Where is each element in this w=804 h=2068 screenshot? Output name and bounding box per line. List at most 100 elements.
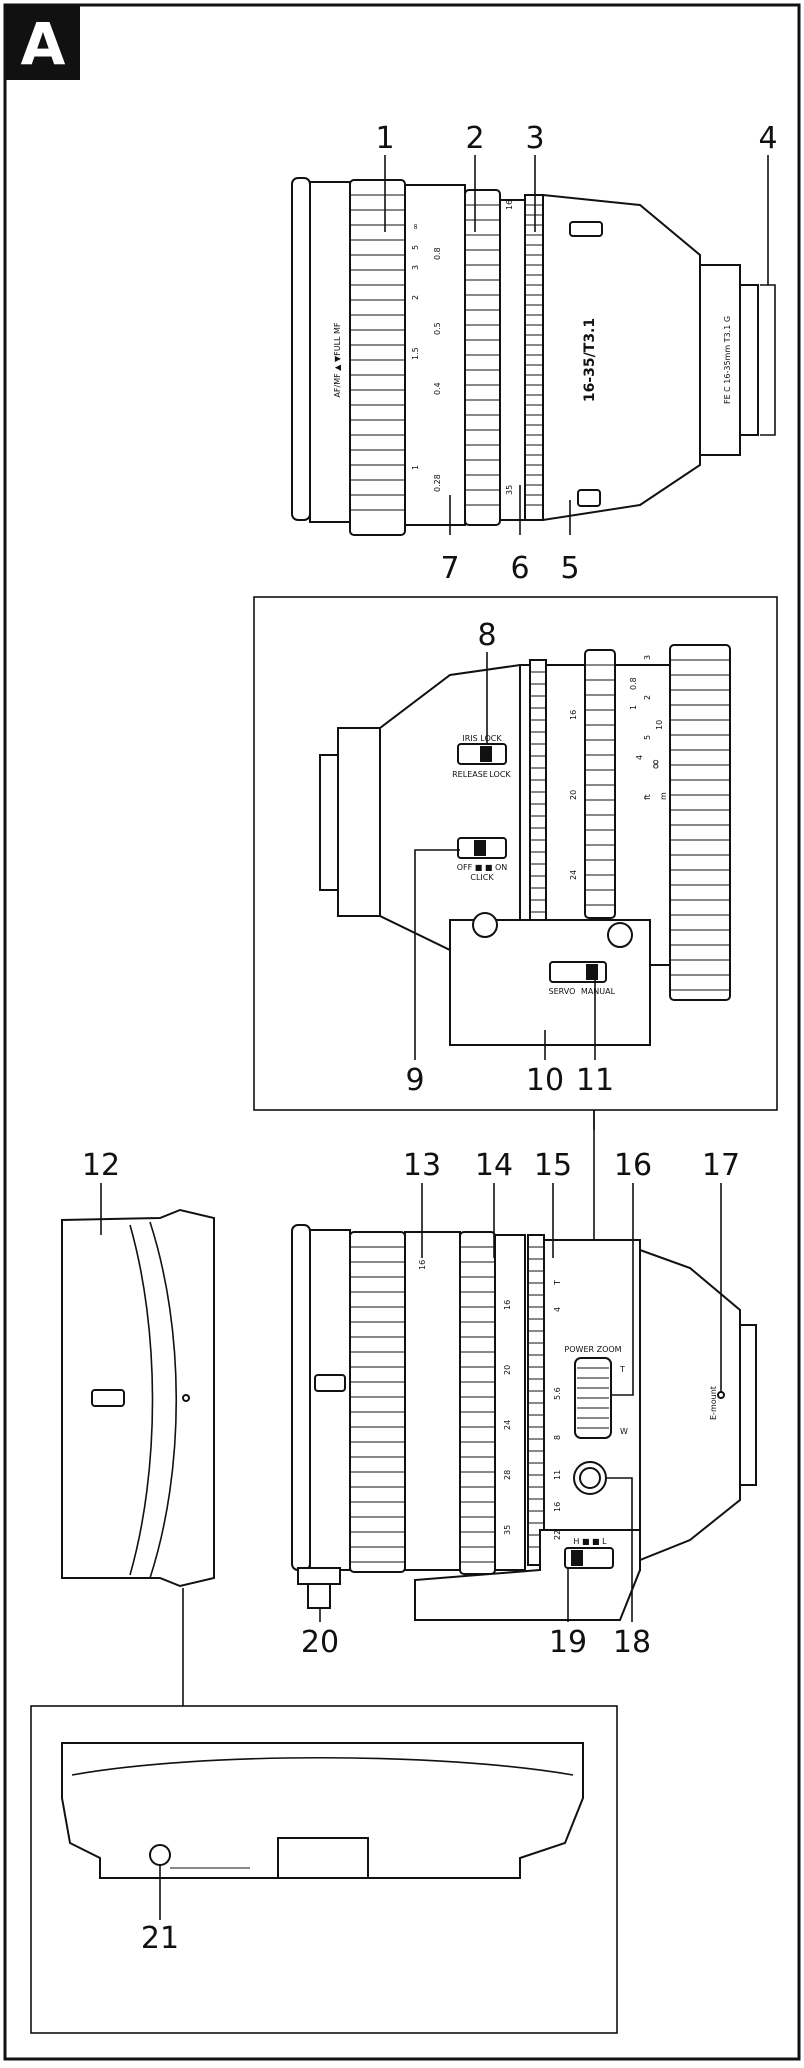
callout-20: 20 [301,1625,339,1660]
top-lens-view: AF/MF ▲ ▼FULL MF 16-35/T3.1 FE C 16-35mm… [291,121,778,586]
mount-text: FE C 16-35mm T3.1 G [723,316,732,404]
zoom-scale-35: 35 [505,485,514,495]
b-focus-ring [349,1231,406,1573]
callout-17: 17 [702,1148,740,1183]
b-mid-barrel [494,1234,526,1571]
support-foot-screw [307,1583,331,1609]
zoom-scale-16: 16 [505,200,514,210]
iris-11: 11 [553,1470,562,1480]
focus-scale-9: 0.28 [433,474,442,492]
callout-18: 18 [613,1625,651,1660]
mid-iris-gear [529,659,547,946]
model-text: 16-35/T3.1 [582,318,598,402]
dist-scale-5: 10 [655,720,664,730]
top-side-knob [577,489,601,507]
b-front-element [291,1224,311,1571]
iris-4: 4 [553,1307,562,1312]
focus-scale-7: 0.5 [433,322,442,335]
hl-label: H ■ ■ L [573,1537,607,1546]
focus-scale-3: 2 [411,295,420,300]
callout-4: 4 [758,121,777,156]
b-zoom-16: 16 [418,1260,427,1270]
callout-12: 12 [82,1148,120,1183]
emount-label: E-mount [709,1386,718,1420]
b-front-barrel [309,1229,351,1571]
zoom-speed-knob[interactable] [571,1550,583,1566]
b-front-tab [314,1374,346,1392]
top-mount-flange [739,284,759,436]
bottom-leaders [319,1183,722,1622]
top-main-body [542,193,701,522]
b-iris-gear [527,1234,545,1566]
focus-scale-8: 0.4 [433,382,442,395]
iris-lock-knob[interactable] [480,746,492,762]
hood-tab [91,1389,125,1407]
power-zoom-w: W [620,1427,628,1436]
focus-scale-0: ∞ [411,223,420,230]
iris-5.6: 5.6 [553,1387,562,1400]
middle-detail-box [253,596,778,1111]
callout-8: 8 [477,618,496,653]
focus-scale-2: 3 [411,265,420,270]
focus-mode-text: AF/MF ▲ ▼FULL MF [333,322,342,397]
top-iris-gear [524,194,544,521]
iris-16: 16 [553,1502,562,1512]
dist-scale-inf: ∞ [648,758,664,770]
b-zoom-24: 24 [503,1420,512,1430]
bottom-lens-view: POWER ZOOM T W H ■ ■ L E-mount 16 16 20 … [291,1110,757,1660]
mid-zoom-24: 24 [569,870,578,880]
b-zoom-ring [459,1231,496,1575]
hood-body [61,1208,215,1588]
dist-scale-ft: ft [643,794,652,800]
callout-9: 9 [405,1063,424,1098]
callout-2: 2 [465,121,484,156]
dist-scale-6: 4 [635,755,644,760]
grip-screw-left [472,912,498,938]
lens-hood-side: 12 [61,1148,215,1706]
iris-22: 22 [553,1530,562,1540]
section-letter: A [21,10,66,78]
top-iris-lock-switch [569,221,603,237]
b-zoom-20: 20 [503,1365,512,1375]
hood-detail-box [30,1705,618,2034]
mid-zoom-16: 16 [569,710,578,720]
dist-scale-m: m [659,792,668,800]
mid-barrel [499,199,526,521]
section-badge [6,6,80,80]
servo-label: SERVO [549,987,576,996]
dist-scale-2: 0.8 [629,677,638,690]
focus-scale-6: 0.8 [433,247,442,260]
callout-19: 19 [549,1625,587,1660]
callout-11: 11 [576,1063,614,1098]
b-scale-barrel [404,1231,461,1571]
click-switch-label: OFF ■ ■ ON [457,863,508,872]
callout-6: 6 [510,551,529,586]
b-zoom-28: 28 [503,1470,512,1480]
focus-scale-4: 1.5 [411,347,420,360]
b-zoom-35: 35 [503,1525,512,1535]
middle-leaders [414,652,596,1130]
power-zoom-label: POWER ZOOM [564,1345,621,1354]
outer-frame [3,3,801,2061]
manual-label: MANUAL [581,987,616,996]
distance-scale-barrel [404,184,466,526]
click-switch-sub: CLICK [470,873,494,882]
callout-14: 14 [475,1148,513,1183]
iris-8: 8 [553,1435,562,1440]
support-foot [297,1567,341,1585]
iris-t: T [553,1280,562,1286]
servo-manual-knob[interactable] [586,964,598,980]
callout-3: 3 [525,121,544,156]
iris-click-knob[interactable] [474,840,486,856]
dist-scale-1: 2 [643,695,652,700]
hood-lock-knob[interactable] [149,1844,171,1866]
hood-top-tab [277,1837,369,1879]
front-element [291,177,311,521]
dist-scale-0: 3 [643,655,652,660]
callout-1: 1 [375,121,394,156]
mid-mount-ring [337,727,381,917]
dist-scale-4: 5 [643,735,652,740]
focus-scale-1: 5 [411,245,420,250]
power-zoom-t: T [619,1365,625,1374]
